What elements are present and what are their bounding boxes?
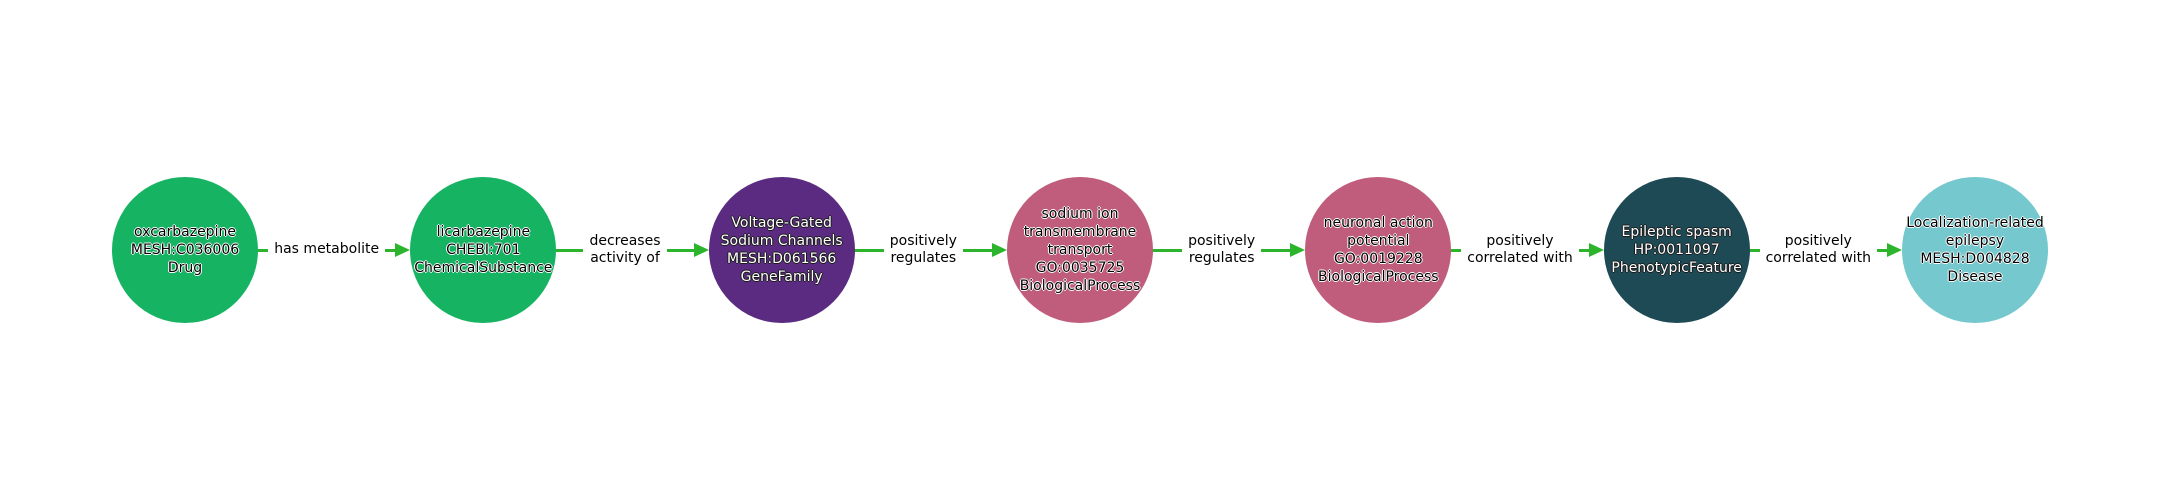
arrowhead-icon: [1588, 243, 1604, 257]
node-name: Voltage-Gated Sodium Channels: [720, 214, 843, 249]
edge-positively-regulates-2: positively regulates: [1152, 232, 1306, 268]
node-id: GO:0035725: [1035, 260, 1125, 277]
node-id: CHEBI:701: [446, 241, 521, 258]
node-name: sodium ion transmembrane transport: [1023, 205, 1137, 258]
arrowhead-icon: [1290, 243, 1306, 257]
edge-has-metabolite: has metabolite: [258, 241, 411, 259]
edge-label: positively regulates: [1188, 232, 1256, 267]
arrowhead-icon: [1886, 243, 1902, 257]
arrowhead-icon: [395, 243, 411, 257]
node-id: HP:0011097: [1633, 241, 1720, 258]
node-category: Disease: [1947, 269, 2003, 286]
node-name: Localization-related epilepsy: [1906, 214, 2044, 249]
node-label: neuronal action potential GO:0019228 Bio…: [1305, 214, 1451, 287]
edge-line: [1261, 248, 1291, 252]
edge-line: [666, 248, 694, 252]
arrowhead-icon: [693, 243, 709, 257]
node-name: oxcarbazepine: [134, 223, 236, 240]
edge-positively-regulates-1: positively regulates: [854, 232, 1007, 268]
arrowhead-icon: [992, 243, 1007, 257]
edge-label: decreases activity of: [589, 232, 661, 267]
edge-line: [556, 248, 584, 252]
node-category: ChemicalSubstance: [414, 260, 553, 277]
edge-line: [258, 248, 269, 252]
node-id: GO:0019228: [1333, 251, 1423, 267]
node-epileptic-spasm[interactable]: Epileptic spasm HP:0011097 PhenotypicFea…: [1603, 177, 1750, 323]
edge-label: positively correlated with: [1765, 232, 1872, 267]
edge-line: [1749, 248, 1760, 252]
node-label: sodium ion transmembrane transport GO:00…: [1007, 205, 1153, 296]
node-label: Epileptic spasm HP:0011097 PhenotypicFea…: [1611, 223, 1742, 278]
node-category: PhenotypicFeature: [1611, 260, 1742, 277]
edge-line: [385, 248, 396, 252]
edge-line: [854, 248, 884, 252]
edge-line: [1578, 248, 1589, 252]
node-name: licarbazepine: [436, 223, 531, 240]
graph-row: oxcarbazepine MESH:C036006 Drug has meta…: [112, 177, 2048, 323]
node-category: Drug: [167, 260, 203, 277]
node-label: oxcarbazepine MESH:C036006 Drug: [131, 223, 239, 278]
node-id: MESH:D061566: [727, 251, 837, 267]
edge-label: positively correlated with: [1467, 232, 1573, 267]
node-licarbazepine[interactable]: licarbazepine CHEBI:701 ChemicalSubstanc…: [410, 177, 557, 323]
node-sodium-ion-transmembrane-transport[interactable]: sodium ion transmembrane transport GO:00…: [1006, 177, 1153, 323]
edge-line: [1152, 248, 1183, 252]
edge-line: [1451, 248, 1462, 252]
edge-decreases-activity-of: decreases activity of: [556, 232, 709, 268]
node-id: MESH:D004828: [1920, 251, 2030, 267]
node-name: Epileptic spasm: [1621, 223, 1732, 240]
node-category: BiologicalProcess: [1318, 269, 1439, 286]
edge-line: [962, 248, 992, 252]
node-localization-related-epilepsy[interactable]: Localization-related epilepsy MESH:D0048…: [1901, 177, 2048, 323]
node-label: Localization-related epilepsy MESH:D0048…: [1902, 214, 2048, 287]
edge-label: positively regulates: [889, 232, 957, 267]
edge-label: has metabolite: [274, 241, 380, 258]
node-category: BiologicalProcess: [1019, 278, 1141, 295]
node-category: GeneFamily: [740, 269, 823, 286]
node-name: neuronal action potential: [1323, 214, 1433, 249]
edge-line: [1877, 248, 1887, 252]
edge-positively-correlated-with-2: positively correlated with: [1749, 232, 1902, 268]
node-neuronal-action-potential[interactable]: neuronal action potential GO:0019228 Bio…: [1305, 177, 1452, 323]
node-label: licarbazepine CHEBI:701 ChemicalSubstanc…: [414, 223, 552, 278]
node-oxcarbazepine[interactable]: oxcarbazepine MESH:C036006 Drug: [112, 177, 258, 323]
edge-positively-correlated-with-1: positively correlated with: [1451, 232, 1604, 268]
node-id: MESH:C036006: [130, 241, 240, 258]
node-voltage-gated-sodium-channels[interactable]: Voltage-Gated Sodium Channels MESH:D0615…: [708, 177, 855, 323]
node-label: Voltage-Gated Sodium Channels MESH:D0615…: [709, 214, 855, 287]
